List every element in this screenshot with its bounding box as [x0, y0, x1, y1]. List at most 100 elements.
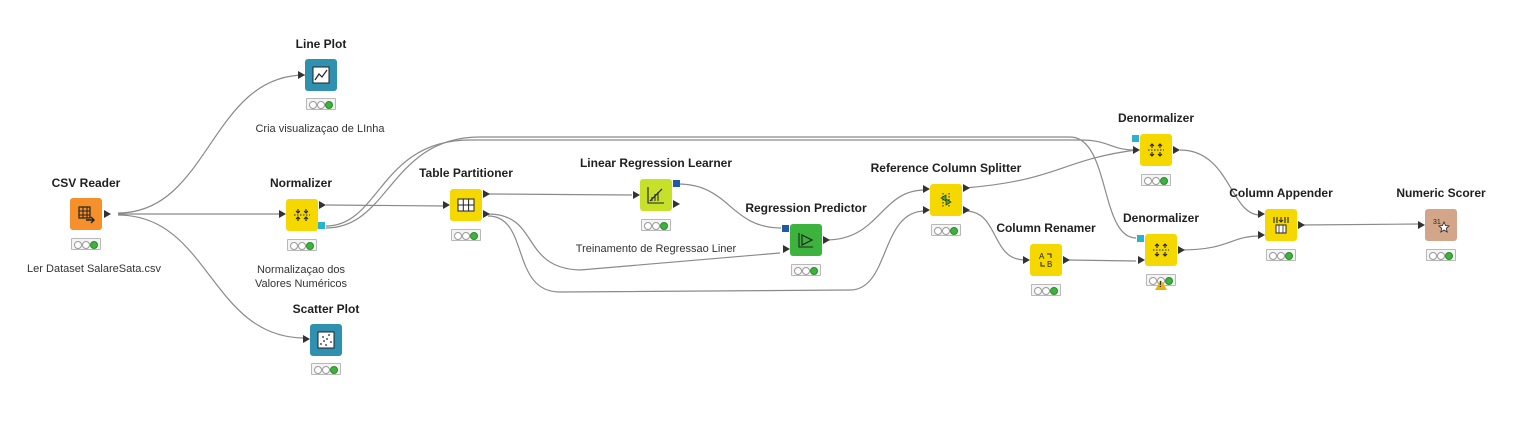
- denormalizer-1-status: [1141, 174, 1171, 186]
- csv-reader-node[interactable]: [70, 198, 102, 230]
- lr-learner-caption: Treinamento de Regressao Liner: [575, 243, 737, 255]
- normalizer-out-port[interactable]: [319, 201, 326, 209]
- edge-splitter-denorm1: [964, 149, 1137, 189]
- table-partitioner-out-port-2[interactable]: [483, 210, 490, 218]
- table-partitioner-title: Table Partitioner: [419, 166, 513, 180]
- ref-col-splitter-out-port-1[interactable]: [963, 184, 970, 192]
- ref-col-splitter-out-port-2[interactable]: [963, 206, 970, 214]
- numeric-scorer-status: [1426, 249, 1456, 261]
- denormalizer-2-node[interactable]: [1145, 234, 1177, 266]
- line-chart-icon: [312, 66, 330, 84]
- denormalizer-1-node[interactable]: [1140, 134, 1172, 166]
- edge-denorm1-appender: [1179, 149, 1261, 216]
- column-renamer-out-port[interactable]: [1063, 256, 1070, 264]
- edge-predictor-splitter: [825, 189, 926, 241]
- column-appender-out-port[interactable]: [1298, 221, 1305, 229]
- normalizer-title: Normalizer: [269, 176, 333, 190]
- csv-reader-caption: Ler Dataset SalareSata.csv: [27, 263, 161, 275]
- lr-learner-node[interactable]: [640, 179, 672, 211]
- edge-normalizer-partitioner: [325, 204, 448, 207]
- regression-predictor-in-port[interactable]: [783, 245, 790, 253]
- edge-partitioner-predictor: [487, 213, 781, 271]
- column-renamer-status: [1031, 284, 1061, 296]
- partition-icon: [457, 198, 475, 212]
- ref-col-splitter-in-port-2[interactable]: [923, 206, 930, 214]
- regression-predictor-status: [791, 264, 821, 276]
- column-split-icon: [940, 193, 952, 207]
- lr-learner-in-port[interactable]: [633, 191, 640, 199]
- svg-text:A: A: [1039, 252, 1045, 261]
- lr-learner-title: Linear Regression Learner: [579, 156, 733, 170]
- column-append-icon: [1273, 217, 1289, 234]
- lr-learner-out-port[interactable]: [673, 200, 680, 208]
- denormalizer-2-model-in-port[interactable]: [1137, 235, 1144, 242]
- warning-icon[interactable]: [1155, 280, 1167, 290]
- denormalize-icon: [1153, 243, 1169, 257]
- lr-learner-status: [641, 219, 671, 231]
- normalizer-model-out-port[interactable]: [318, 222, 325, 229]
- column-renamer-title: Column Renamer: [996, 221, 1096, 235]
- denormalize-icon: [1148, 143, 1164, 157]
- table-icon: [78, 206, 95, 224]
- column-renamer-in-port[interactable]: [1023, 256, 1030, 264]
- scatter-plot-title: Scatter Plot: [292, 302, 360, 316]
- normalizer-caption-line2: Valores Numéricos: [254, 278, 348, 290]
- csv-reader-status: [71, 238, 101, 250]
- table-partitioner-node[interactable]: [450, 189, 482, 221]
- column-appender-status: [1266, 249, 1296, 261]
- line-plot-in-port[interactable]: [298, 71, 305, 79]
- scatter-chart-icon: [317, 331, 335, 349]
- numeric-scorer-in-port[interactable]: [1418, 221, 1425, 229]
- scatter-plot-in-port[interactable]: [303, 335, 310, 343]
- normalizer-status: [287, 239, 317, 251]
- svg-text:B: B: [1047, 260, 1052, 269]
- table-partitioner-in-port[interactable]: [443, 201, 450, 209]
- normalizer-caption-line1: Normalizaçao dos: [256, 264, 346, 276]
- numeric-scorer-node[interactable]: 31: [1425, 209, 1457, 241]
- denormalizer-2-title: Denormalizer: [1122, 211, 1200, 225]
- regression-icon: [647, 187, 664, 204]
- edge-learner-predictor: [677, 183, 782, 229]
- column-appender-node[interactable]: [1265, 209, 1297, 241]
- svg-text:31: 31: [1433, 219, 1441, 226]
- scatter-plot-status: [311, 363, 341, 375]
- numeric-scorer-title: Numeric Scorer: [1396, 186, 1486, 200]
- denormalizer-1-in-port[interactable]: [1133, 146, 1140, 154]
- scorer-icon: 31: [1433, 219, 1450, 233]
- predict-icon: [798, 233, 814, 248]
- normalizer-in-port[interactable]: [279, 210, 286, 218]
- regression-predictor-out-port[interactable]: [823, 236, 830, 244]
- line-plot-caption: Cria visualizaçao de LInha: [255, 123, 385, 135]
- denormalizer-1-out-port[interactable]: [1173, 146, 1180, 154]
- csv-reader-out-port[interactable]: [104, 210, 111, 218]
- column-appender-in-port-1[interactable]: [1258, 210, 1265, 218]
- denormalizer-1-model-in-port[interactable]: [1132, 135, 1139, 142]
- edge-appender-scorer: [1301, 223, 1422, 226]
- line-plot-node[interactable]: [305, 59, 337, 91]
- column-appender-in-port-2[interactable]: [1258, 231, 1265, 239]
- denormalizer-2-out-port[interactable]: [1178, 246, 1185, 254]
- ref-col-splitter-status: [931, 224, 961, 236]
- edge-normalizer-denorm2: [325, 136, 1137, 239]
- scatter-plot-node[interactable]: [310, 324, 342, 356]
- denormalizer-2-in-port[interactable]: [1138, 256, 1145, 264]
- line-plot-title: Line Plot: [295, 37, 347, 51]
- ref-col-splitter-node[interactable]: [930, 184, 962, 216]
- normalizer-node[interactable]: [286, 199, 318, 231]
- ref-col-splitter-in-port-1[interactable]: [923, 185, 930, 193]
- edge-partitioner-learner: [487, 193, 633, 196]
- regression-predictor-node[interactable]: [790, 224, 822, 256]
- edge-csv-lineplot: [117, 74, 306, 214]
- lr-learner-model-out-port[interactable]: [673, 180, 680, 187]
- edge-renamer-denorm2: [1067, 259, 1137, 262]
- column-appender-title: Column Appender: [1229, 186, 1333, 200]
- edge-splitter-renamer: [964, 210, 1026, 261]
- regression-predictor-model-in-port[interactable]: [782, 225, 789, 232]
- table-partitioner-out-port-1[interactable]: [483, 190, 490, 198]
- denormalizer-1-title: Denormalizer: [1117, 111, 1195, 125]
- csv-reader-title: CSV Reader: [51, 176, 121, 190]
